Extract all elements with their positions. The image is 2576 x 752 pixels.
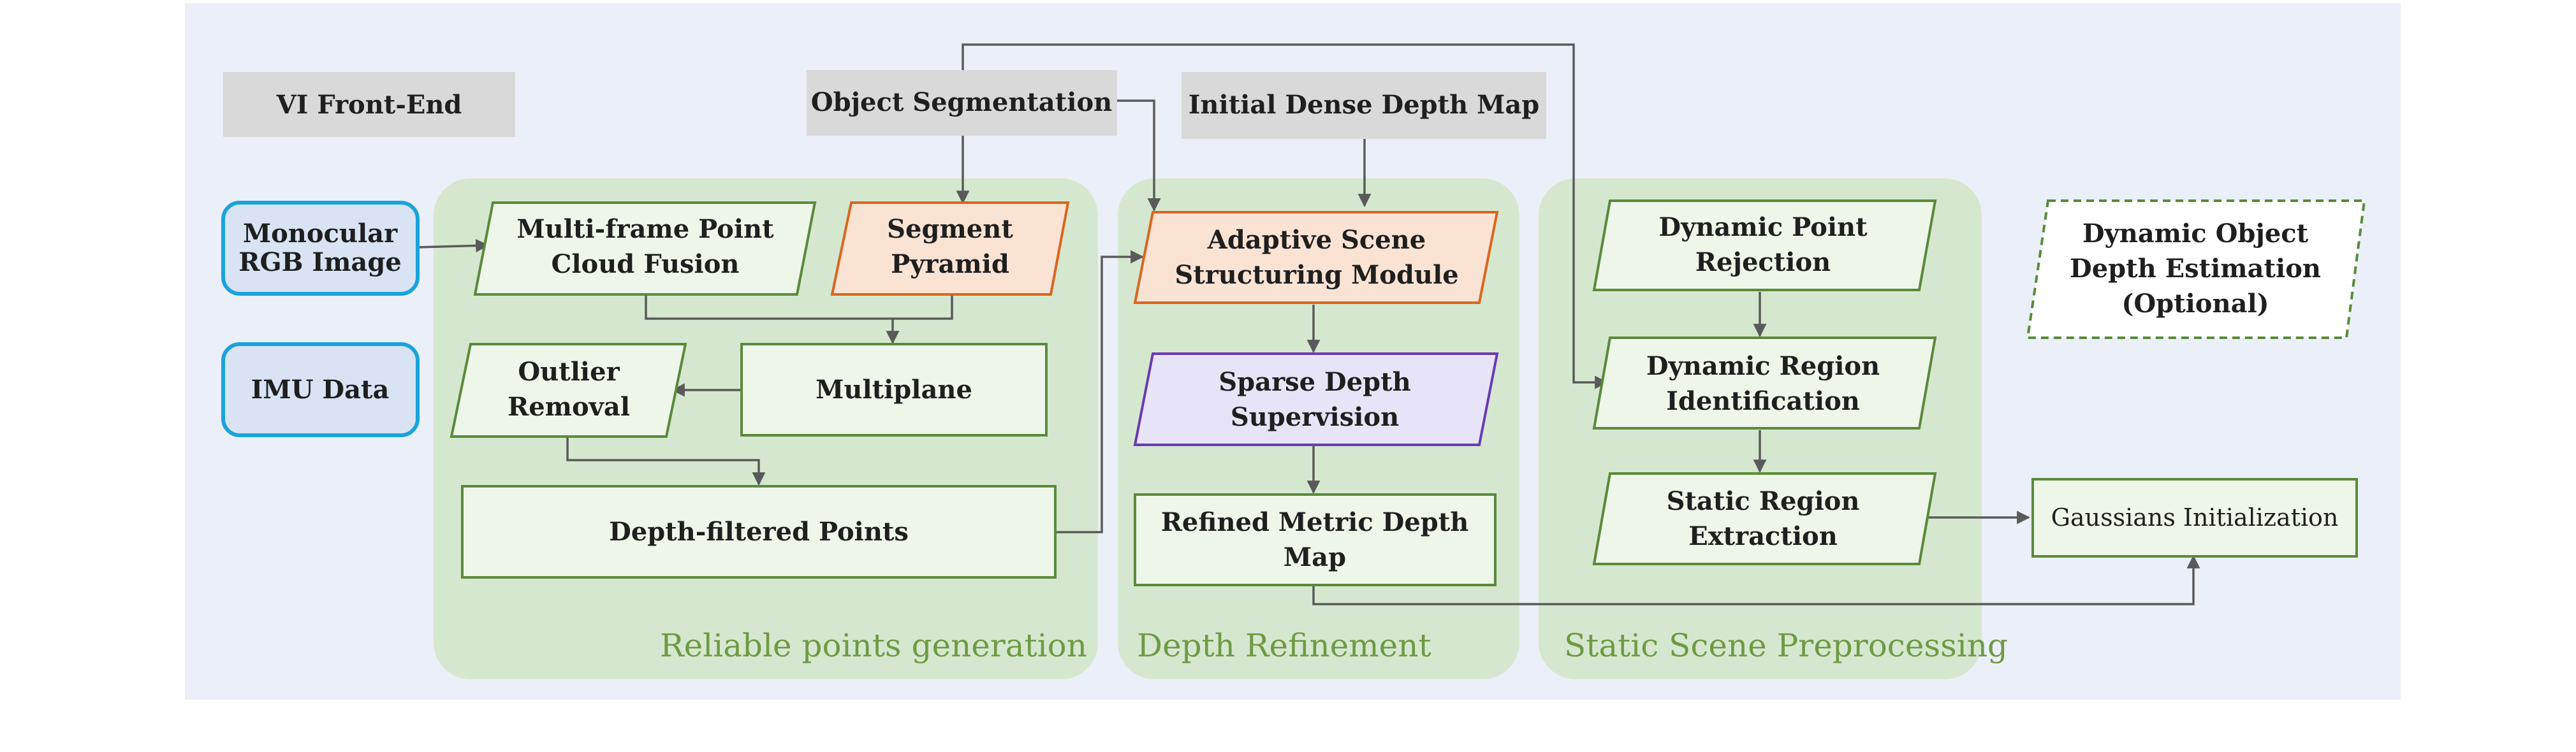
node-refined-label-2: Map	[1284, 542, 1346, 572]
node-refined-metric-depth: Refined Metric Depth Map	[1134, 493, 1497, 586]
node-outlier-removal: Outlier Removal	[450, 343, 687, 438]
node-sparse-label-2: Supervision	[1231, 402, 1399, 432]
node-multiframe-label-1: Multi-frame Point	[516, 214, 774, 244]
node-multiplane: Multiplane	[740, 343, 1048, 437]
node-dynamic-object-depth: Dynamic Object Depth Estimation (Optiona…	[2026, 199, 2366, 339]
edge-objseg-identification	[962, 43, 1609, 389]
node-dynamic-label-2: Depth Estimation	[2070, 254, 2321, 284]
input-imu-data: IMU Data	[221, 342, 420, 437]
node-identification-label-2: Identification	[1666, 386, 1860, 416]
node-segment-label-1: Segment	[887, 214, 1013, 244]
connectors	[417, 43, 2200, 605]
header-initial-dense-depth: Initial Dense Depth Map	[1182, 72, 1546, 139]
edge-monocular-multiframe	[417, 239, 490, 253]
node-outlier-label-2: Removal	[508, 392, 630, 422]
node-sparse-label-1: Sparse Depth	[1218, 367, 1410, 397]
input-imu-label: IMU Data	[251, 375, 390, 405]
node-adaptive-label-1: Adaptive Scene	[1207, 225, 1426, 255]
node-multiframe-fusion: Multi-frame Point Cloud Fusion	[473, 201, 817, 296]
node-identification-label-1: Dynamic Region	[1646, 351, 1880, 381]
node-dynamic-point-rejection: Dynamic Point Rejection	[1592, 199, 1937, 291]
header-object-segmentation-label: Object Segmentation	[811, 87, 1112, 117]
edge-refined-gaussians	[1312, 554, 2200, 605]
header-vi-front-end: VI Front-End	[223, 72, 515, 137]
node-adaptive-scene: Adaptive Scene Structuring Module	[1133, 211, 1499, 304]
node-dynamic-label-1: Dynamic Object	[2082, 219, 2309, 249]
node-outlier-label-1: Outlier	[518, 357, 620, 387]
node-multiframe-label-2: Cloud Fusion	[552, 249, 740, 279]
node-extraction-label-1: Static Region	[1667, 486, 1860, 516]
node-dynamic-region-identification: Dynamic Region Identification	[1592, 336, 1937, 430]
node-adaptive-label-2: Structuring Module	[1175, 260, 1458, 290]
edge-depthfiltered-adaptive	[1055, 250, 1145, 533]
input-monocular-label-2: RGB Image	[238, 247, 402, 277]
group-title-refinement: Depth Refinement	[1137, 627, 1431, 664]
node-multiplane-label: Multiplane	[816, 375, 972, 405]
edge-merge-multiplane	[645, 295, 953, 320]
node-refined-label-1: Refined Metric Depth	[1161, 507, 1469, 537]
edge-outlier-depthfiltered	[566, 437, 766, 486]
header-initial-dense-depth-label: Initial Dense Depth Map	[1189, 90, 1540, 120]
node-depth-filtered: Depth-filtered Points	[461, 485, 1057, 579]
node-rejection-label-2: Rejection	[1695, 247, 1831, 277]
header-object-segmentation: Object Segmentation	[807, 70, 1117, 136]
node-dynamic-label-3: (Optional)	[2121, 289, 2269, 319]
edge-objseg-adaptive	[1117, 99, 1161, 212]
node-segment-label-2: Pyramid	[891, 249, 1009, 279]
node-depth-filtered-label: Depth-filtered Points	[609, 517, 909, 547]
node-sparse-depth: Sparse Depth Supervision	[1133, 352, 1499, 446]
node-segment-pyramid: Segment Pyramid	[830, 201, 1070, 296]
input-monocular-rgb: Monocular RGB Image	[221, 201, 420, 296]
group-title-reliable: Reliable points generation	[660, 627, 1087, 664]
input-monocular-label: Monocular	[243, 219, 398, 249]
node-gaussians-initialization: Gaussians Initialization	[2031, 478, 2358, 558]
header-vi-front-end-label: VI Front-End	[276, 90, 462, 120]
node-static-region-extraction: Static Region Extraction	[1592, 472, 1937, 565]
node-extraction-label-2: Extraction	[1688, 521, 1838, 551]
node-rejection-label-1: Dynamic Point	[1658, 212, 1868, 242]
node-gaussians-label: Gaussians Initialization	[2051, 503, 2339, 531]
group-title-static: Static Scene Preprocessing	[1564, 627, 2008, 664]
